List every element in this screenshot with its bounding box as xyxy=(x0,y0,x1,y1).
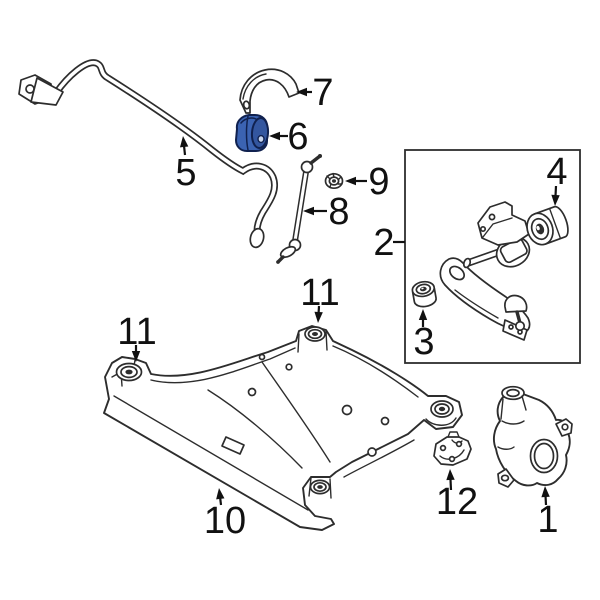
subframe-bolt xyxy=(285,363,293,371)
callout-arrowhead-stabilizer-link xyxy=(303,206,314,216)
subframe-bolt xyxy=(258,353,266,361)
steering-knuckle-drawing xyxy=(492,385,573,488)
subframe-bushing-left-drawing xyxy=(115,362,143,382)
callout-arrowhead-stabilizer-bar xyxy=(179,136,189,148)
ball-joint-boot xyxy=(504,294,528,313)
stabilizer-link-nut-drawing xyxy=(324,172,344,190)
stabilizer-bar-bracket-drawing xyxy=(239,68,300,114)
callout-label-stabilizer-bar-bushing: 6 xyxy=(287,116,308,158)
subframe-slot xyxy=(221,436,245,455)
subframe-hole xyxy=(367,447,377,457)
callout-arrowhead-stabilizer-bar-bracket xyxy=(296,87,307,97)
callout-label-control-arm-bushing-rear: 4 xyxy=(546,151,567,193)
callout-arrowhead-subframe-crossmember xyxy=(216,488,225,500)
link-top-ball-housing xyxy=(300,160,314,174)
callout-label-stabilizer-link: 8 xyxy=(328,191,349,233)
callout-label-control-arm-assembly: 2 xyxy=(373,222,394,264)
subframe-bushing-rear-right-drawing xyxy=(430,400,454,418)
control-arm-bracket xyxy=(477,201,530,246)
subframe-hole xyxy=(247,387,257,397)
control-arm-bushing-rear-drawing xyxy=(526,205,569,246)
callout-arrowhead-subframe-bushing-right xyxy=(314,311,323,323)
callout-arrowhead-control-arm-bushing-front xyxy=(418,309,428,320)
ball-joint-ball xyxy=(514,320,526,332)
callouts-layer: 5 67 89 2 4 3 11 11 10 12 1 xyxy=(117,72,567,542)
link-washer xyxy=(279,245,297,259)
callout-label-subframe-bracket: 12 xyxy=(436,481,478,523)
stabilizer-bar-bushing-drawing xyxy=(235,114,270,152)
callout-label-subframe-crossmember: 10 xyxy=(204,500,246,542)
stabilizer-link-drawing xyxy=(276,154,322,264)
subframe-drawing xyxy=(103,325,463,531)
control-arm-drawing xyxy=(439,201,531,341)
callout-arrowhead-stabilizer-bar-bushing xyxy=(269,131,280,141)
subframe-hole xyxy=(380,416,390,426)
subframe-silhouette xyxy=(103,325,463,531)
callout-arrowhead-control-arm-bushing-rear xyxy=(551,194,560,206)
bushing-hole xyxy=(257,134,265,144)
control-arm-slot xyxy=(448,265,466,281)
stabilizer-bar-drawing xyxy=(18,59,279,249)
control-arm-bushing-front-drawing xyxy=(411,280,437,308)
callout-label-control-arm-bushing-front: 3 xyxy=(413,321,434,363)
bracket-bolt-hole xyxy=(242,100,251,110)
callout-label-stabilizer-link-nut: 9 xyxy=(368,161,389,203)
control-arm-group-box xyxy=(404,149,581,364)
callout-arrowhead-stabilizer-link-nut xyxy=(345,176,356,186)
callout-label-stabilizer-bar: 5 xyxy=(175,152,196,194)
callout-leader-subframe-bracket xyxy=(449,477,453,491)
callout-label-stabilizer-bar-bracket: 7 xyxy=(312,72,333,114)
subframe-hole xyxy=(341,404,353,416)
callout-label-subframe-bushing-left: 11 xyxy=(117,311,156,353)
stabilizer-bar-end-paddle xyxy=(249,227,265,249)
subframe-bushing-right-drawing xyxy=(304,326,326,342)
stabilizer-bar-sleeve xyxy=(30,77,64,106)
callout-label-subframe-bushing-right: 11 xyxy=(300,272,339,314)
callout-label-steering-knuckle: 1 xyxy=(537,499,558,541)
callout-arrowhead-steering-knuckle xyxy=(541,486,550,498)
subframe-bracket-drawing xyxy=(433,431,472,466)
callout-arrowhead-subframe-bushing-left xyxy=(131,351,141,362)
subframe-bushing-front-drawing xyxy=(309,479,331,495)
callout-arrowhead-subframe-bracket xyxy=(446,469,455,481)
